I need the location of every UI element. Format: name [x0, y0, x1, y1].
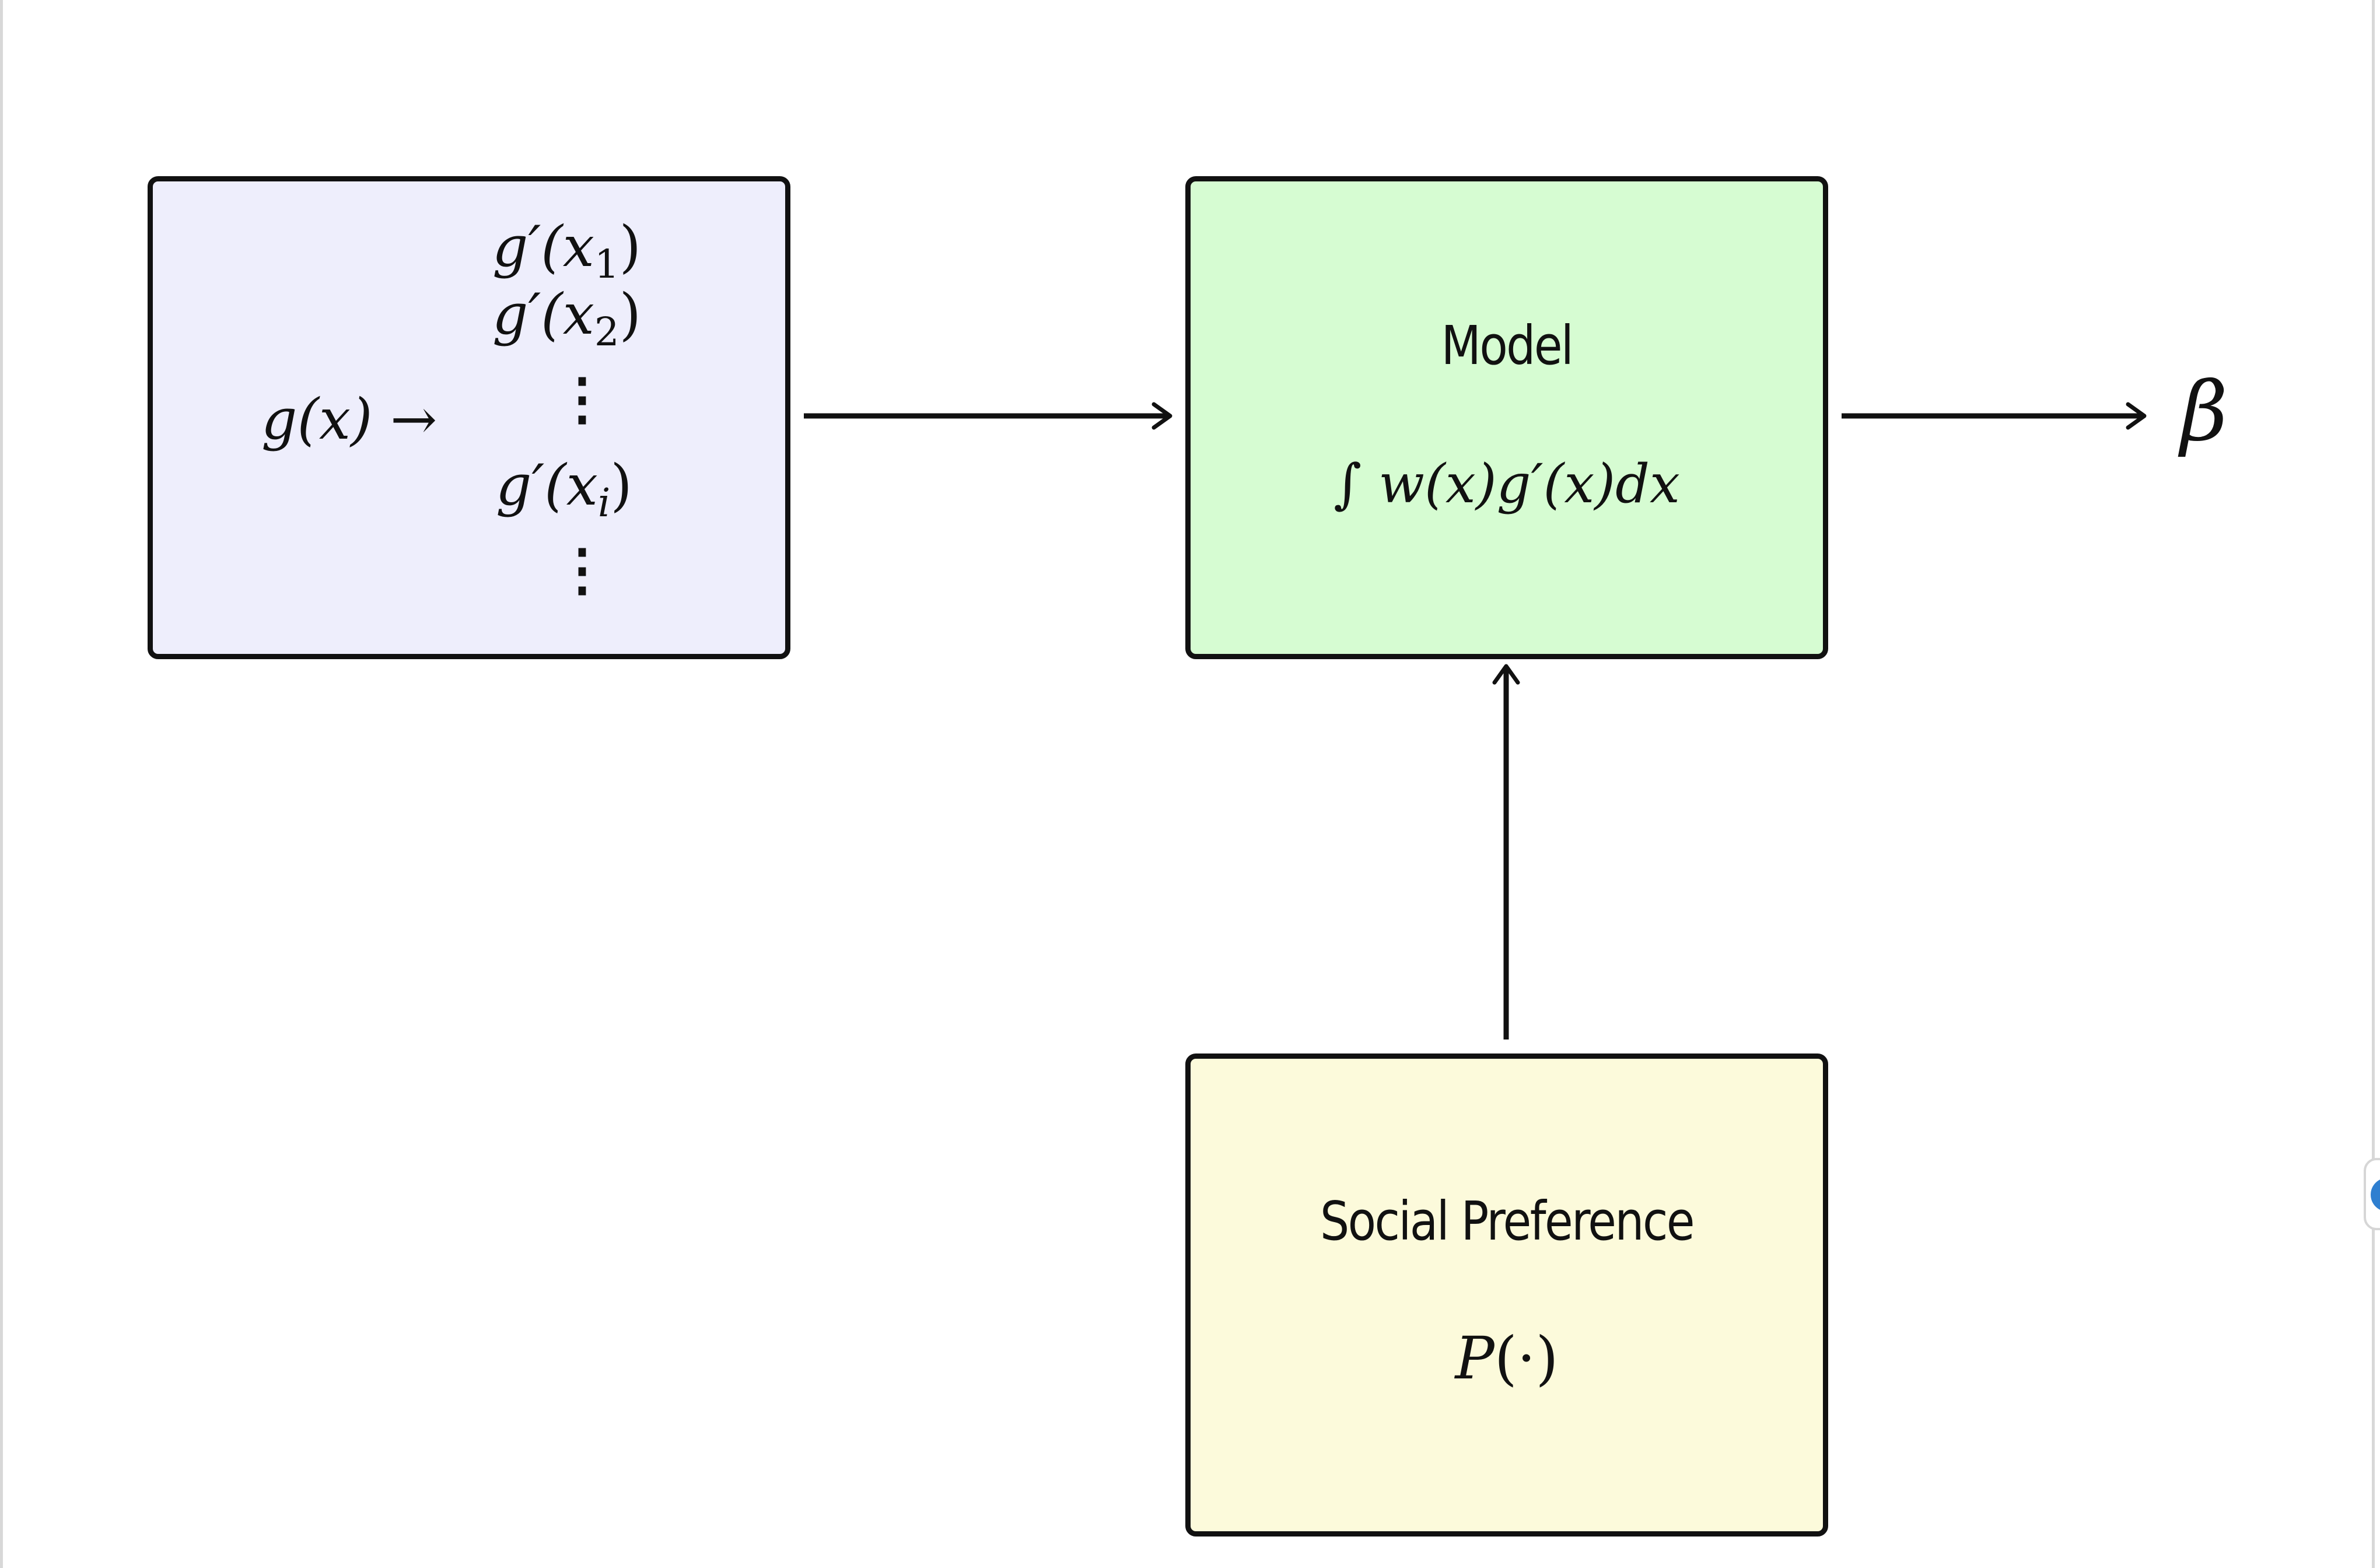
output-beta: β [2180, 365, 2228, 460]
vector-entry-i: g′(xi) [496, 453, 632, 526]
vector-ellipsis-2: ⋮ [554, 537, 610, 603]
input-function-label: g(x) → [261, 387, 438, 452]
arrowhead-model-to-output [2126, 402, 2147, 430]
model-box: Model ∫ w(x)g′(x)dx [1185, 176, 1828, 659]
preference-formula: P(·) [1455, 1324, 1559, 1392]
right-border [2372, 0, 2375, 1568]
preference-box: Social Preference P(·) [1185, 1054, 1828, 1536]
vector-entry-1: g′(x1) [492, 214, 642, 288]
left-border [0, 0, 3, 1568]
vector-entry-2: g′(x2) [492, 282, 642, 355]
model-title: Model [1441, 314, 1574, 377]
arrowhead-input-to-model [1152, 402, 1172, 430]
preference-title: Social Preference [1320, 1190, 1695, 1252]
input-box: g(x) → g′(x1) g′(x2) ⋮ g′(xi) ⋮ [148, 176, 790, 659]
side-tab-button[interactable] [2364, 1158, 2380, 1230]
vector-ellipsis-1: ⋮ [554, 366, 610, 432]
model-formula: ∫ w(x)g′(x)dx [1334, 453, 1680, 515]
arrowhead-preference-to-model [1492, 664, 1520, 685]
side-tab-icon [2371, 1178, 2380, 1212]
